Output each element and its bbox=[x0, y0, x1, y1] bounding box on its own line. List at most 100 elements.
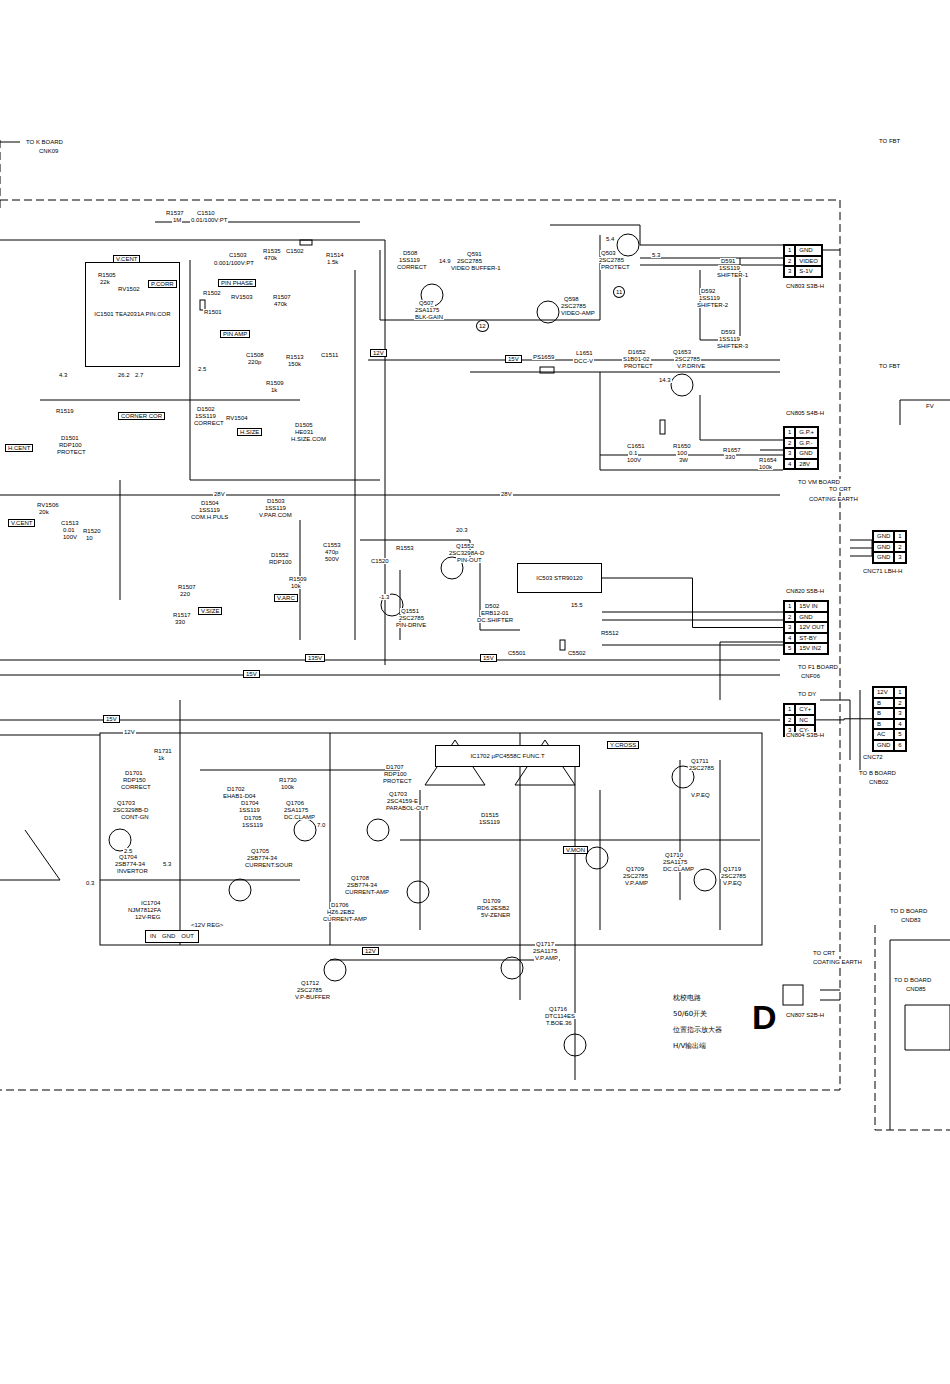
part-label: CN805 S4B-H bbox=[785, 410, 825, 416]
node-text: 4 bbox=[784, 459, 795, 470]
part-label: RV1504 bbox=[225, 415, 249, 421]
part-label: 100 bbox=[676, 450, 688, 456]
part-label: 15V bbox=[243, 670, 260, 678]
node-text: 1 bbox=[784, 704, 795, 715]
part-label: Q1653 bbox=[672, 349, 692, 355]
node-text: 12V OUT bbox=[795, 622, 828, 633]
node-text: 3 bbox=[784, 448, 795, 459]
part-label: V.P-BUFFER bbox=[294, 994, 331, 1000]
wire-connector bbox=[816, 719, 872, 720]
part-label: C5502 bbox=[567, 650, 587, 656]
part-label: R1537 bbox=[165, 210, 185, 216]
part-label: 15.5 bbox=[570, 602, 584, 608]
part-label: V.P.AMP bbox=[624, 880, 649, 886]
part-label: 20k bbox=[38, 509, 50, 515]
part-label: EHAB1-D04 bbox=[222, 793, 257, 799]
part-label: CNC72 bbox=[862, 754, 884, 760]
part-label: R1505 bbox=[97, 272, 117, 278]
part-label: 2SC3298A-D bbox=[448, 550, 485, 556]
part-label: 1SS119 bbox=[478, 819, 501, 825]
node-text: NC bbox=[795, 715, 815, 726]
part-label: CN804 S3B-H bbox=[785, 732, 825, 738]
part-label: 2SC2785 bbox=[560, 303, 587, 309]
connector-block: 1G.P.+2G.P.-3GND428V bbox=[783, 426, 819, 470]
part-label: TO FBT bbox=[878, 363, 901, 369]
part-label: 50/60开关 bbox=[672, 1011, 708, 1018]
part-label: 2SA1175 bbox=[414, 307, 440, 313]
part-label: 3W bbox=[678, 457, 689, 463]
part-label: Q1704 bbox=[118, 854, 138, 860]
part-label: D1504 bbox=[200, 500, 220, 506]
part-label: 2SB774-34 bbox=[246, 855, 278, 861]
part-label: 100V bbox=[626, 457, 642, 463]
part-label: C1651 bbox=[626, 443, 646, 449]
node-text: 4 bbox=[784, 633, 795, 644]
part-label: 220p bbox=[247, 359, 262, 365]
part-label: P.CORR bbox=[148, 280, 177, 288]
part-label: CORRECT bbox=[396, 264, 428, 270]
ic-box: IC503 STR90120 bbox=[517, 563, 602, 593]
wire bbox=[100, 733, 762, 945]
part-label: D508 bbox=[402, 250, 418, 256]
part-label: CNK09 bbox=[38, 148, 59, 154]
node-text: 3 bbox=[894, 708, 905, 719]
part-label: C1508 bbox=[245, 352, 265, 358]
part-label: 1SS119 bbox=[198, 507, 221, 513]
part-label: 100k bbox=[758, 464, 773, 470]
part-label: TO F1 BOARD bbox=[797, 664, 839, 670]
node-text: 1 bbox=[784, 427, 795, 438]
part-label: H.CENT bbox=[5, 444, 33, 452]
callout-number: 11 bbox=[613, 286, 625, 298]
part-label: 26.2 bbox=[117, 372, 131, 378]
node-text: GND bbox=[873, 552, 894, 563]
part-label: T.BOE.36 bbox=[545, 1020, 573, 1026]
part-label: SHIFTER-3 bbox=[716, 343, 749, 349]
part-label: 2SC2785 bbox=[296, 987, 323, 993]
part-label: 0.01 bbox=[62, 527, 76, 533]
part-label: 28V bbox=[213, 491, 226, 497]
node-text: 2 bbox=[894, 542, 905, 553]
part-label: R1507 bbox=[272, 294, 292, 300]
part-label: V.MON bbox=[563, 846, 588, 854]
node-text: AC bbox=[873, 729, 894, 740]
part-label: V.SIZE bbox=[198, 607, 222, 615]
part-label: C1520 bbox=[370, 558, 390, 564]
part-label: R1513 bbox=[285, 354, 305, 360]
wire bbox=[100, 700, 760, 1060]
node-text: GND bbox=[795, 612, 828, 623]
part-label: 330 bbox=[174, 619, 186, 625]
node-text: B bbox=[873, 708, 894, 719]
part-label: 1SS119 bbox=[194, 413, 217, 419]
part-label: 12V bbox=[362, 947, 379, 955]
part-label: D1505 bbox=[294, 422, 314, 428]
callout-number: 12 bbox=[476, 320, 489, 332]
node-text: 1 bbox=[784, 601, 795, 612]
part-label: DC.CLAMP bbox=[662, 866, 695, 872]
part-label: CURRENT-AMP bbox=[322, 916, 368, 922]
part-label: 220 bbox=[179, 591, 191, 597]
node-text: 1 bbox=[784, 245, 795, 256]
part-label: Q1709 bbox=[625, 866, 645, 872]
part-label: TO D BOARD bbox=[893, 977, 932, 983]
part-label: 1k bbox=[270, 387, 278, 393]
part-label: 100V bbox=[62, 534, 78, 540]
part-label: 470p bbox=[324, 549, 339, 555]
part-label: DCC-V bbox=[573, 358, 594, 364]
part-label: D1501 bbox=[60, 435, 80, 441]
part-label: D1706 bbox=[330, 902, 350, 908]
part-label: TO DY bbox=[797, 691, 817, 697]
node-text: 2 bbox=[784, 438, 795, 449]
part-label: BLK-GAIN bbox=[414, 314, 444, 320]
wire bbox=[40, 260, 520, 640]
node-text: GND bbox=[873, 740, 894, 751]
part-label: D502 bbox=[484, 603, 500, 609]
part-label: Q1552 bbox=[455, 543, 475, 549]
part-label: DTC114ES bbox=[544, 1013, 576, 1019]
part-label: SHIFTER-1 bbox=[716, 272, 749, 278]
part-label: RDP150 bbox=[122, 777, 147, 783]
part-label: RDP100 bbox=[58, 442, 83, 448]
part-label: 470k bbox=[273, 301, 288, 307]
part-label: R5512 bbox=[600, 630, 620, 636]
node-text: 2 bbox=[784, 256, 795, 267]
part-label: INVERTOR bbox=[116, 868, 149, 874]
